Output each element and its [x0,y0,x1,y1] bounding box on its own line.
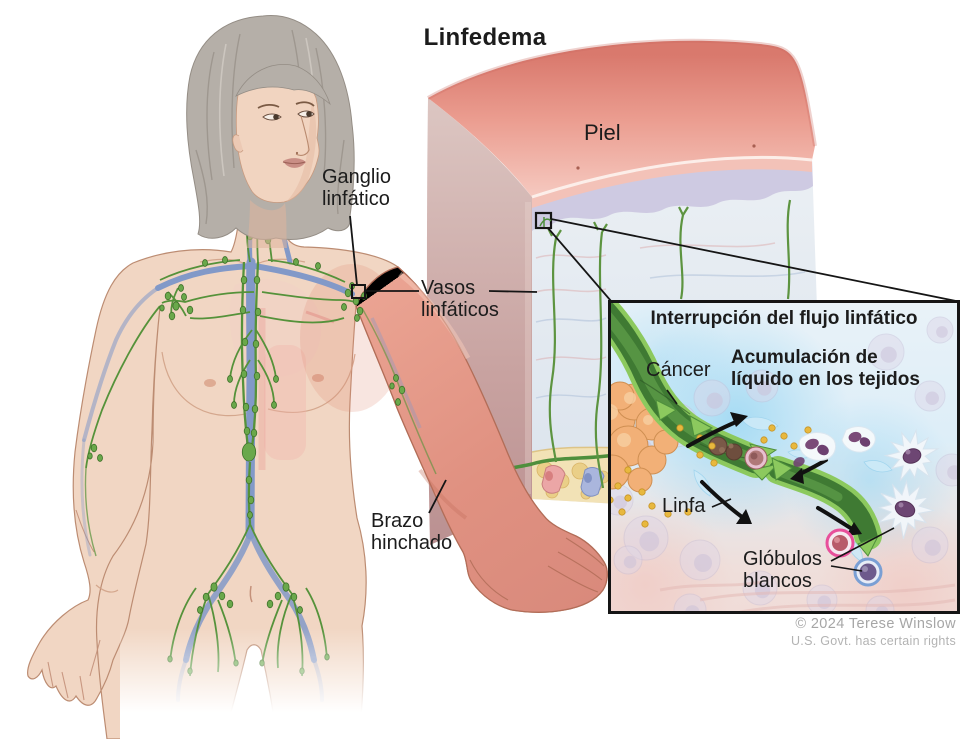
page-title: Linfedema [423,24,547,51]
label-fluid-accumulation: Acumulación de líquido en los tejidos [731,347,920,390]
inset-border [608,300,960,614]
cube-callout-lines [547,218,957,302]
vessel-contents [708,436,768,470]
face-features [257,101,315,168]
fluid-droplets [609,424,812,528]
body-figure [27,15,608,739]
label-skin: Piel [584,120,621,145]
white-blood-cells [793,426,940,587]
label-lymph: Linfa [662,495,706,517]
body-callout-square [351,284,366,299]
label-swollen-arm: Brazo hinchado [371,510,453,555]
swollen-arm [355,266,608,613]
rights-line: U.S. Govt. has certain rights [790,634,956,648]
label-cancer: Cáncer [646,359,711,381]
label-lymph-node: Ganglio linfático [322,166,391,211]
label-lymph-vessels: Vasos linfáticos [421,277,499,322]
axillary-nodes [341,282,406,406]
label-white-blood-cells: Glóbulos blancos [743,548,822,593]
inset-illustration [609,301,959,613]
inset-title: Interrupción del flujo linfático [650,308,918,329]
leader-lines [349,215,895,572]
copyright-line: © 2024 Terese Winslow [795,616,956,632]
